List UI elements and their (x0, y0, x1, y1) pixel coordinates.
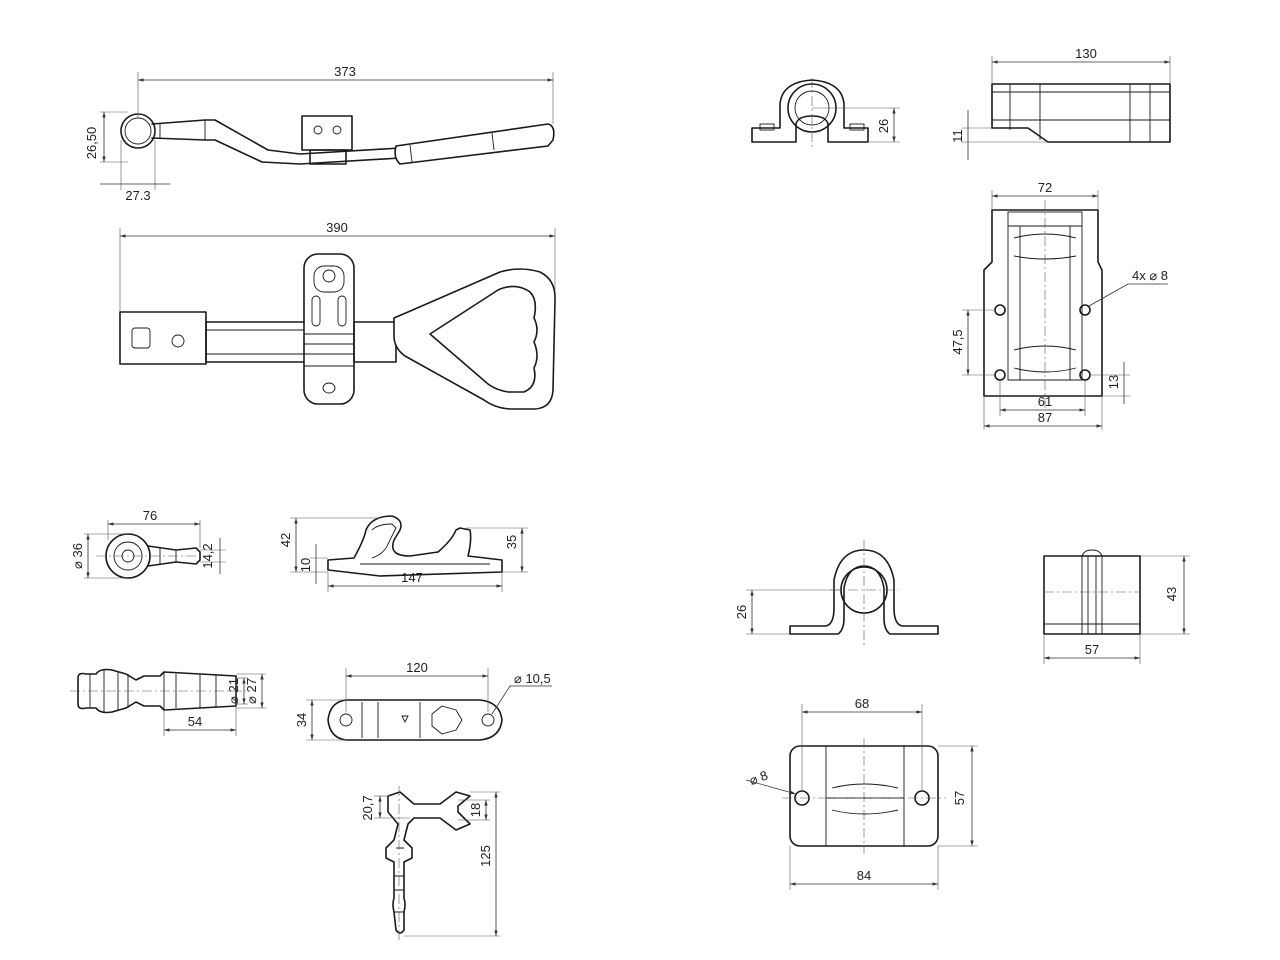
stud-head-label: 20,7 (360, 795, 375, 820)
large-saddle-front-view: 26 (734, 540, 939, 646)
plate-spacing-h-label: 61 (1038, 394, 1052, 409)
lever-latch-side-view: 373 26,50 27.3 (84, 64, 555, 203)
hook-top-label: 35 (504, 535, 519, 549)
plate-width-label: 72 (1038, 180, 1052, 195)
saddle-side-width-label: 57 (1085, 642, 1099, 657)
plate-holes-label: 4x ⌀ 8 (1132, 268, 1168, 283)
saddle-plate-height-label: 57 (952, 791, 967, 805)
bracket-length-label: 130 (1075, 46, 1097, 61)
bracket-base-label: 11 (950, 129, 965, 143)
latch-height-label: 26,50 (84, 127, 99, 160)
stud-fork-label: 18 (468, 803, 483, 817)
plate-overall-label: 87 (1038, 410, 1052, 425)
stud-length-label: 125 (478, 845, 493, 867)
hook-base-label: 10 (298, 558, 313, 572)
hook-height-label: 42 (278, 533, 293, 547)
triangle-handle-top-view: 390 (119, 220, 556, 410)
pin-length-label: 54 (188, 714, 202, 729)
latch-ring-label: 27.3 (125, 188, 150, 203)
strap-height-label: 34 (294, 713, 309, 727)
pin-d2-label: ⌀ 27 (244, 678, 259, 704)
locking-pin-part: 54 ⌀ 21 ⌀ 27 (70, 668, 266, 736)
strap-hole-label: ⌀ 10,5 (514, 671, 551, 686)
hook-plate-part: 42 10 147 35 (278, 515, 528, 592)
plate-spacing-v-label: 47,5 (950, 329, 965, 354)
saddle-plate-top-view: 68 ⌀ 8 57 84 (745, 696, 978, 890)
keeper-ring-part: 76 ⌀ 36 14,2 (70, 508, 226, 579)
saddle-plate-width-label: 84 (857, 868, 871, 883)
saddle-side-height-label: 43 (1164, 587, 1179, 601)
pin-d1-label: ⌀ 21 (226, 678, 241, 704)
saddle-side-view: 43 57 (1043, 549, 1190, 664)
saddle-hole-spacing-label: 68 (855, 696, 869, 711)
saddle-height-label: 26 (734, 605, 749, 619)
bracket-height-label: 26 (876, 119, 891, 133)
small-saddle-bracket: 26 (751, 78, 900, 148)
slotted-strap-part: 120 ⌀ 10,5 34 (294, 660, 552, 741)
plate-edge-label: 13 (1106, 375, 1121, 389)
saddle-hole-label: ⌀ 8 (747, 768, 770, 788)
keeper-length-label: 76 (143, 508, 157, 523)
fork-stud-part: 20,7 18 125 (360, 786, 500, 940)
keeper-slot-label: 14,2 (200, 543, 215, 568)
keeper-diameter-label: ⌀ 36 (70, 543, 85, 569)
latch-length-label: 373 (334, 64, 356, 79)
handle-length-label: 390 (326, 220, 348, 235)
bracket-side-view: 130 11 (950, 46, 1171, 160)
strap-length-label: 120 (406, 660, 428, 675)
mounting-plate-front-view: 72 4x ⌀ 8 47,5 13 61 87 (950, 180, 1168, 430)
hook-length-label: 147 (401, 570, 423, 585)
